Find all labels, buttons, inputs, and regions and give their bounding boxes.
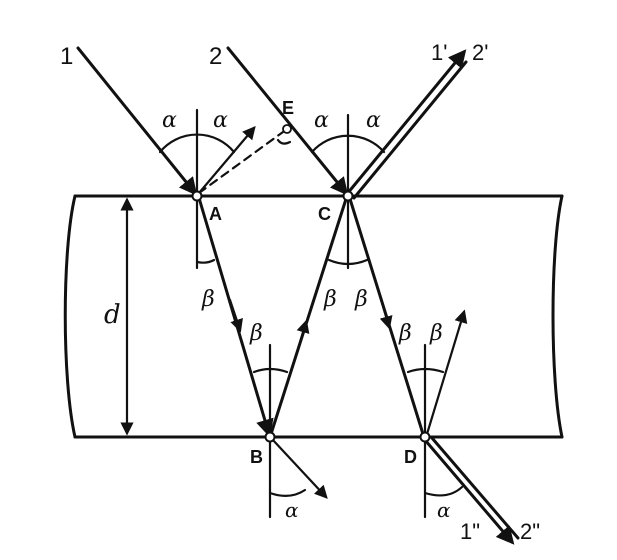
- ray-1-label: 1: [60, 43, 73, 70]
- ray-2p-label: 2': [472, 40, 488, 65]
- beta-label-a: β: [201, 287, 215, 312]
- right-angle-e: [276, 138, 292, 145]
- ray-1pp-label: 1": [460, 519, 480, 544]
- film-right-edge: [551, 194, 564, 439]
- point-d-label: D: [404, 447, 417, 467]
- reflected-ray-a: [197, 125, 256, 195]
- alpha-label-a-left: α: [162, 108, 177, 133]
- point-e-label: E: [282, 98, 294, 118]
- arrow-b-c: [294, 319, 310, 358]
- arrow-a-b: [228, 298, 243, 333]
- angle-arcs: [158, 133, 464, 497]
- beta-label-c-left: β: [323, 287, 337, 312]
- refracted-ray-a-b: [197, 196, 274, 438]
- point-b: [264, 431, 276, 443]
- arrow-c-d: [377, 290, 393, 330]
- alpha-arc-a: [158, 133, 236, 154]
- point-d: [419, 431, 431, 443]
- ray-2-label: 2: [209, 43, 222, 70]
- beta-arc-c: [327, 258, 369, 266]
- alpha-label-c-right: α: [366, 108, 381, 133]
- thickness-label: d: [104, 300, 121, 330]
- alpha-label-a-right: α: [213, 108, 228, 133]
- film-slab: [63, 194, 564, 439]
- beta-label-d-right: β: [429, 321, 443, 346]
- alpha-arc-b: [268, 488, 307, 497]
- wavefront-dashed-line: [197, 130, 285, 195]
- intersection-points: [191, 190, 431, 443]
- point-c-label: C: [318, 204, 331, 224]
- point-e-marker: [282, 124, 292, 134]
- reflected-ray-d-up: [425, 309, 468, 436]
- point-c: [342, 190, 354, 202]
- point-a-label: A: [209, 204, 222, 224]
- alpha-arc-c: [310, 134, 386, 154]
- reflected-ray-b-c: [269, 197, 348, 436]
- beta-label-d-left: β: [398, 321, 412, 346]
- alpha-label-d: α: [437, 498, 451, 522]
- film-left-edge: [63, 194, 77, 439]
- reflected-rays-1p-2p: [345, 49, 468, 200]
- ray-2pp-label: 2": [520, 519, 540, 544]
- beta-arc-a: [195, 258, 216, 264]
- point-b-label: B: [250, 447, 263, 467]
- alpha-label-b: α: [285, 498, 299, 522]
- transmitted-ray-b: [270, 437, 328, 499]
- beta-arc-d: [406, 367, 445, 374]
- point-a: [191, 190, 203, 202]
- alpha-arc-d: [423, 485, 464, 497]
- transmitted-rays-1pp-2pp: [423, 436, 520, 545]
- beta-label-b: β: [249, 321, 263, 346]
- incident-ray-2: [226, 46, 349, 196]
- incident-ray-1: [76, 46, 198, 196]
- ray-1p-label: 1': [431, 40, 447, 65]
- beta-label-c-right: β: [354, 287, 368, 312]
- alpha-label-c-left: α: [314, 108, 329, 133]
- beta-arc-b: [252, 367, 289, 374]
